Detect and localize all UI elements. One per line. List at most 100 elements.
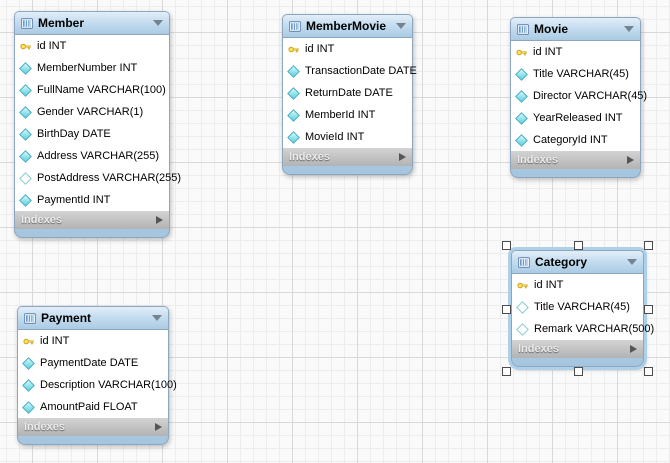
column-row[interactable]: PaymentId INT xyxy=(15,189,169,211)
resize-handle-bottom-right[interactable] xyxy=(644,367,653,376)
column-row[interactable]: id INT xyxy=(283,38,412,60)
column-row[interactable]: Address VARCHAR(255) xyxy=(15,145,169,167)
column-row[interactable]: Gender VARCHAR(1) xyxy=(15,101,169,123)
collapse-triangle-icon[interactable] xyxy=(153,20,163,26)
table-movie-header[interactable]: Movie xyxy=(511,18,640,41)
column-notnull-icon xyxy=(514,133,528,147)
column-notnull-icon xyxy=(21,378,35,392)
collapse-triangle-icon[interactable] xyxy=(624,26,634,32)
column-row[interactable]: Remark VARCHAR(500) xyxy=(512,318,654,340)
column-row[interactable]: id INT xyxy=(511,41,640,63)
expand-arrow-icon[interactable] xyxy=(399,153,406,161)
table-icon xyxy=(21,17,33,29)
column-text: Title VARCHAR(45) xyxy=(533,68,629,80)
column-text: id INT xyxy=(534,279,564,291)
column-row[interactable]: CategoryId INT xyxy=(511,129,640,151)
column-row[interactable]: YearReleased INT xyxy=(511,107,640,129)
column-notnull-icon xyxy=(514,111,528,125)
table-membermovie-header[interactable]: MemberMovie xyxy=(283,15,412,38)
resize-handle-top-center[interactable] xyxy=(573,241,583,250)
primary-key-icon xyxy=(516,279,528,291)
column-text: Gender VARCHAR(1) xyxy=(37,106,144,118)
table-title: Member xyxy=(38,16,85,30)
column-row[interactable]: TransactionDate DATE xyxy=(283,60,417,82)
table-member-columns: id INT MemberNumber INT FullName VARCHAR… xyxy=(15,35,181,211)
table-membermovie-columns: id INT TransactionDate DATE ReturnDate D… xyxy=(283,38,417,148)
column-row[interactable]: PaymentDate DATE xyxy=(18,352,168,374)
table-member-header[interactable]: Member xyxy=(15,12,169,35)
collapse-triangle-icon[interactable] xyxy=(152,315,162,321)
column-row[interactable]: MovieId INT xyxy=(283,126,412,148)
resize-handle-middle-left[interactable] xyxy=(502,304,511,314)
column-row[interactable]: Title VARCHAR(45) xyxy=(512,296,643,318)
resize-handle-bottom-center[interactable] xyxy=(573,367,583,376)
column-row[interactable]: Title VARCHAR(45) xyxy=(511,63,640,85)
resize-handle-bottom-left[interactable] xyxy=(502,367,511,376)
primary-key-icon xyxy=(22,335,34,347)
expand-arrow-icon[interactable] xyxy=(630,345,637,353)
table-category-columns: id INT Title VARCHAR(45) Remark VARCHAR(… xyxy=(512,274,654,340)
column-nullable-icon xyxy=(515,300,529,314)
column-text: MemberNumber INT xyxy=(37,62,138,74)
table-member[interactable]: Member id INT MemberNumber INT FullName … xyxy=(14,11,181,238)
column-notnull-icon xyxy=(514,67,528,81)
indexes-expander[interactable]: Indexes xyxy=(511,151,640,169)
indexes-expander[interactable]: Indexes xyxy=(512,340,643,358)
column-notnull-icon xyxy=(18,83,32,97)
column-row[interactable]: id INT xyxy=(512,274,643,296)
collapse-triangle-icon[interactable] xyxy=(396,23,406,29)
column-row[interactable]: Director VARCHAR(45) xyxy=(511,85,647,107)
indexes-label: Indexes xyxy=(517,154,558,166)
table-category-header[interactable]: Category xyxy=(512,251,643,274)
column-text: PostAddress VARCHAR(255) xyxy=(37,172,182,184)
indexes-expander[interactable]: Indexes xyxy=(18,418,168,436)
column-nullable-icon xyxy=(18,171,32,185)
table-icon xyxy=(24,312,36,324)
indexes-label: Indexes xyxy=(21,214,62,226)
table-title: Payment xyxy=(41,311,92,325)
column-row[interactable]: id INT xyxy=(18,330,168,352)
column-row[interactable]: BirthDay DATE xyxy=(15,123,169,145)
column-notnull-icon xyxy=(286,130,300,144)
column-text: PaymentDate DATE xyxy=(40,357,139,369)
column-text: id INT xyxy=(533,46,563,58)
table-category[interactable]: Category id INT Title VARCHAR(45) Remark… xyxy=(502,241,654,376)
indexes-expander[interactable]: Indexes xyxy=(283,148,412,166)
column-row[interactable]: id INT xyxy=(15,35,169,57)
column-text: PaymentId INT xyxy=(37,194,111,206)
primary-key-icon xyxy=(19,40,31,52)
column-row[interactable]: MemberNumber INT xyxy=(15,57,169,79)
column-notnull-icon xyxy=(286,108,300,122)
table-membermovie[interactable]: MemberMovie id INT TransactionDate DATE … xyxy=(282,14,417,175)
column-text: TransactionDate DATE xyxy=(305,65,417,77)
collapse-triangle-icon[interactable] xyxy=(627,259,637,265)
expand-arrow-icon[interactable] xyxy=(155,423,162,431)
resize-handle-top-left[interactable] xyxy=(502,241,511,250)
column-text: Director VARCHAR(45) xyxy=(533,90,648,102)
column-text: id INT xyxy=(37,40,67,52)
indexes-expander[interactable]: Indexes xyxy=(15,211,169,229)
column-row[interactable]: PostAddress VARCHAR(255) xyxy=(15,167,181,189)
resize-handle-top-right[interactable] xyxy=(644,241,653,250)
indexes-label: Indexes xyxy=(518,343,559,355)
column-notnull-icon xyxy=(286,64,300,78)
expand-arrow-icon[interactable] xyxy=(156,216,163,224)
column-text: ReturnDate DATE xyxy=(305,87,393,99)
expand-arrow-icon[interactable] xyxy=(627,156,634,164)
table-payment[interactable]: Payment id INT PaymentDate DATE Descript… xyxy=(17,306,177,445)
column-row[interactable]: MemberId INT xyxy=(283,104,412,126)
table-icon xyxy=(518,256,530,268)
column-text: AmountPaid FLOAT xyxy=(40,401,138,413)
column-row[interactable]: FullName VARCHAR(100) xyxy=(15,79,169,101)
column-row[interactable]: AmountPaid FLOAT xyxy=(18,396,168,418)
table-payment-header[interactable]: Payment xyxy=(18,307,168,330)
table-icon xyxy=(517,23,529,35)
column-row[interactable]: Description VARCHAR(100) xyxy=(18,374,177,396)
table-movie-columns: id INT Title VARCHAR(45) Director VARCHA… xyxy=(511,41,647,151)
column-row[interactable]: ReturnDate DATE xyxy=(283,82,412,104)
resize-handle-middle-right[interactable] xyxy=(644,304,653,314)
table-movie[interactable]: Movie id INT Title VARCHAR(45) Director … xyxy=(510,17,647,178)
column-text: Remark VARCHAR(500) xyxy=(534,323,655,335)
column-notnull-icon xyxy=(18,105,32,119)
